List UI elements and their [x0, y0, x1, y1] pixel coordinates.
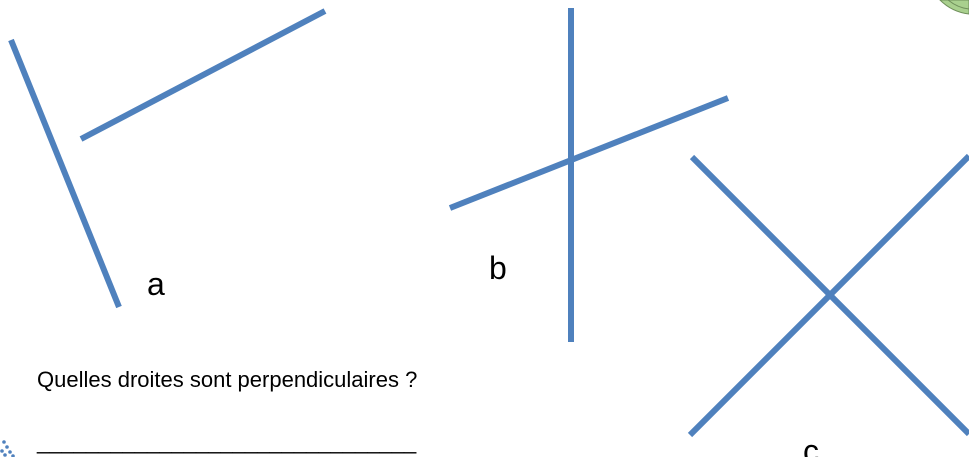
- figure-a-label: a: [147, 266, 165, 302]
- answer-blank[interactable]: _______________________________: [36, 429, 417, 454]
- figure-c: c: [687, 153, 969, 457]
- figure-a: a: [8, 8, 327, 309]
- question-text: Quelles droites sont perpendiculaires ?: [37, 367, 417, 392]
- figure-a-line-1: [8, 38, 122, 309]
- figure-b: b: [448, 8, 730, 342]
- corner-decoration-bottom-left: [0, 440, 15, 457]
- figure-b-line-oblique: [448, 95, 730, 211]
- figure-c-label: c: [803, 433, 819, 457]
- figure-b-label: b: [489, 250, 507, 286]
- corner-decoration-top-right: [939, 0, 969, 15]
- figure-a-line-2: [79, 8, 327, 142]
- figure-c-line-2: [687, 153, 969, 438]
